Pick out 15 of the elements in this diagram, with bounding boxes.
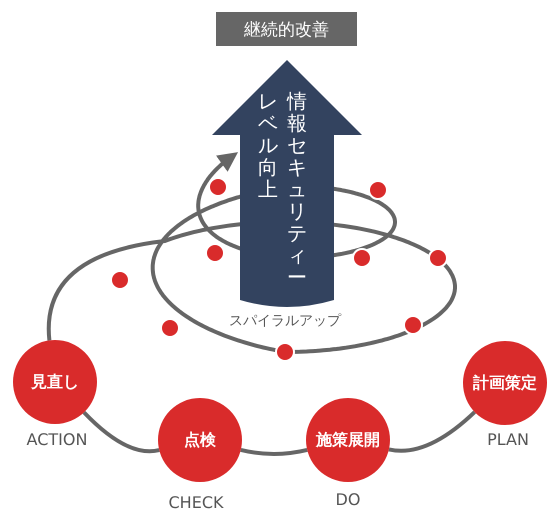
- phase-label: ACTION: [26, 430, 88, 449]
- title-box: 継続的改善: [216, 12, 357, 46]
- step-text: 計画策定: [473, 372, 537, 394]
- phase-label: DO: [336, 490, 360, 509]
- cycle-line: [388, 410, 476, 453]
- step-text: 見直し: [31, 372, 79, 392]
- arrow-text: 情報セキュリティー: [286, 90, 308, 288]
- step-text: 点検: [184, 430, 216, 450]
- phase-label: PLAN: [487, 430, 529, 449]
- spiral-label: スパイラルアップ: [229, 312, 341, 330]
- phase-label: CHECK: [168, 493, 224, 511]
- cycle-line: [240, 448, 308, 456]
- cycle-line: [82, 410, 160, 454]
- step-text: 施策展開: [316, 430, 380, 450]
- arrow-text: レベル向上: [257, 90, 279, 200]
